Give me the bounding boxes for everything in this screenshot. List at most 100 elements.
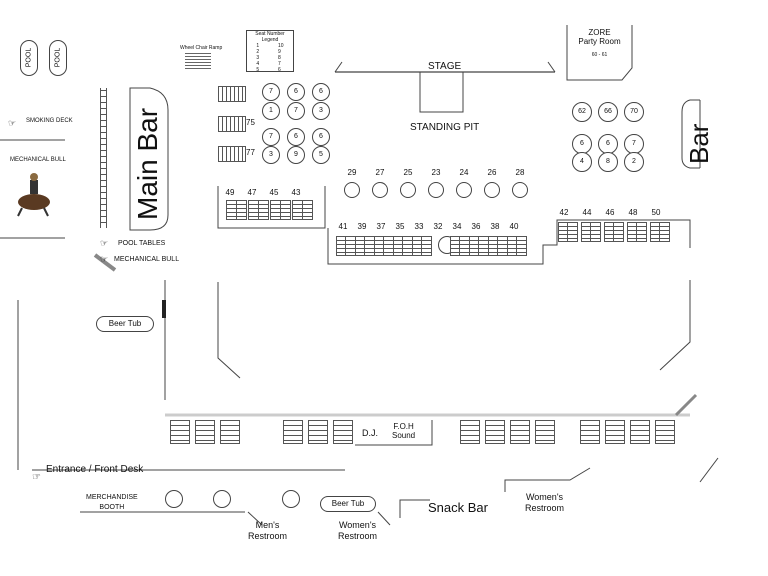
table-number: 27: [375, 168, 385, 177]
round-table: 4: [572, 152, 592, 172]
table-number: 40: [509, 222, 519, 231]
snack-bar-label: Snack Bar: [428, 500, 488, 515]
bottom-booth-table: [485, 420, 505, 444]
table-75-label: 75: [246, 118, 255, 127]
entrance-label: Entrance / Front Desk: [46, 464, 144, 475]
table-number: 39: [357, 222, 367, 231]
round-table: [428, 182, 444, 198]
bottom-booth-table: [220, 420, 240, 444]
bottom-booth-table: [333, 420, 353, 444]
table-number: 26: [487, 168, 497, 177]
round-table: [484, 182, 500, 198]
round-table: [282, 490, 300, 508]
wheel-chair-ramp: [185, 53, 211, 71]
pool-1: POOL: [20, 40, 38, 76]
bottom-booth-table: [630, 420, 650, 444]
table-number: 23: [431, 168, 441, 177]
booth-table: [421, 236, 432, 256]
foh-sound-label: F.O.H Sound: [392, 422, 416, 440]
table-number: 41: [338, 222, 348, 231]
pool-tables-label: POOL TABLES: [118, 240, 166, 247]
bottom-booth-table: [580, 420, 600, 444]
round-table: 6: [598, 134, 618, 154]
pointing-hand-icon: ☞: [8, 118, 17, 128]
table-number: 35: [395, 222, 405, 231]
zore-range: 60 - 61: [591, 52, 608, 58]
round-table: 3: [262, 146, 280, 164]
round-table: 70: [624, 102, 644, 122]
merchandise-booth-label: MERCHANDISE BOOTH: [86, 494, 138, 511]
round-table: [344, 182, 360, 198]
beer-tub-bottom: Beer Tub: [320, 496, 376, 512]
booth-table: [636, 222, 647, 242]
table-number: 24: [459, 168, 469, 177]
booth-block: [218, 146, 246, 162]
round-table: 6: [572, 134, 592, 154]
round-table: 5: [312, 146, 330, 164]
bottom-booth-table: [535, 420, 555, 444]
entrance-arrow-icon: ☞: [32, 472, 41, 483]
bull-rider-icon: [10, 170, 58, 218]
booth-table: [590, 222, 601, 242]
table-number: 28: [515, 168, 525, 177]
round-table: 7: [624, 134, 644, 154]
round-table: 6: [312, 83, 330, 101]
round-table: 7: [262, 83, 280, 101]
round-table: 7: [262, 128, 280, 146]
round-table: [213, 490, 231, 508]
wheel-chair-ramp-label: Wheel Chair Ramp: [180, 45, 223, 51]
dj-label: D.J.: [362, 428, 379, 438]
main-bar-label: Main Bar: [132, 107, 163, 220]
round-table: [372, 182, 388, 198]
smoking-deck-label: SMOKING DECK: [26, 118, 73, 124]
zore-name: ZORE: [588, 28, 611, 37]
booth-table: [302, 200, 313, 220]
round-table: [456, 182, 472, 198]
bottom-booth-table: [460, 420, 480, 444]
mechanical-bull-label: MECHANICAL BULL: [114, 256, 180, 263]
booth-table: [280, 200, 291, 220]
round-table: 1: [262, 102, 280, 120]
mechanical-bull-arrow-icon: ☞: [100, 254, 109, 264]
booth-block: [218, 86, 246, 102]
pool-2: POOL: [49, 40, 67, 76]
booth-table: [516, 236, 527, 256]
womens-restroom-right-label: Women's Restroom: [525, 492, 565, 513]
round-table: 8: [598, 152, 618, 172]
bar-label: Bar: [684, 123, 714, 164]
round-table: [400, 182, 416, 198]
booth-table: [258, 200, 269, 220]
bottom-booth-table: [283, 420, 303, 444]
bottom-booth-table: [605, 420, 625, 444]
booth-table: [567, 222, 578, 242]
table-number: 42: [559, 208, 569, 217]
zore-sub: Party Room: [578, 37, 621, 46]
round-table: [512, 182, 528, 198]
table-number: 29: [347, 168, 357, 177]
table-number: 36: [471, 222, 481, 231]
table-number: 43: [291, 188, 301, 197]
round-table: 6: [287, 128, 305, 146]
main-bar-stools: [100, 88, 107, 228]
table-number: 49: [225, 188, 235, 197]
booth-table: [236, 200, 247, 220]
booth-block: [218, 116, 246, 132]
table-number: 33: [414, 222, 424, 231]
bottom-booth-table: [510, 420, 530, 444]
round-table: [165, 490, 183, 508]
stage-label: STAGE: [428, 61, 462, 72]
standing-pit-label: STANDING PIT: [410, 122, 480, 133]
table-number: 46: [605, 208, 615, 217]
table-number: 25: [403, 168, 413, 177]
booth-table: [659, 222, 670, 242]
bottom-booth-table: [170, 420, 190, 444]
mens-restroom-label: Men's Restroom: [248, 520, 288, 541]
round-table: 7: [287, 102, 305, 120]
table-number: 50: [651, 208, 661, 217]
bottom-booth-table: [195, 420, 215, 444]
table-number: 34: [452, 222, 462, 231]
round-table: 62: [572, 102, 592, 122]
